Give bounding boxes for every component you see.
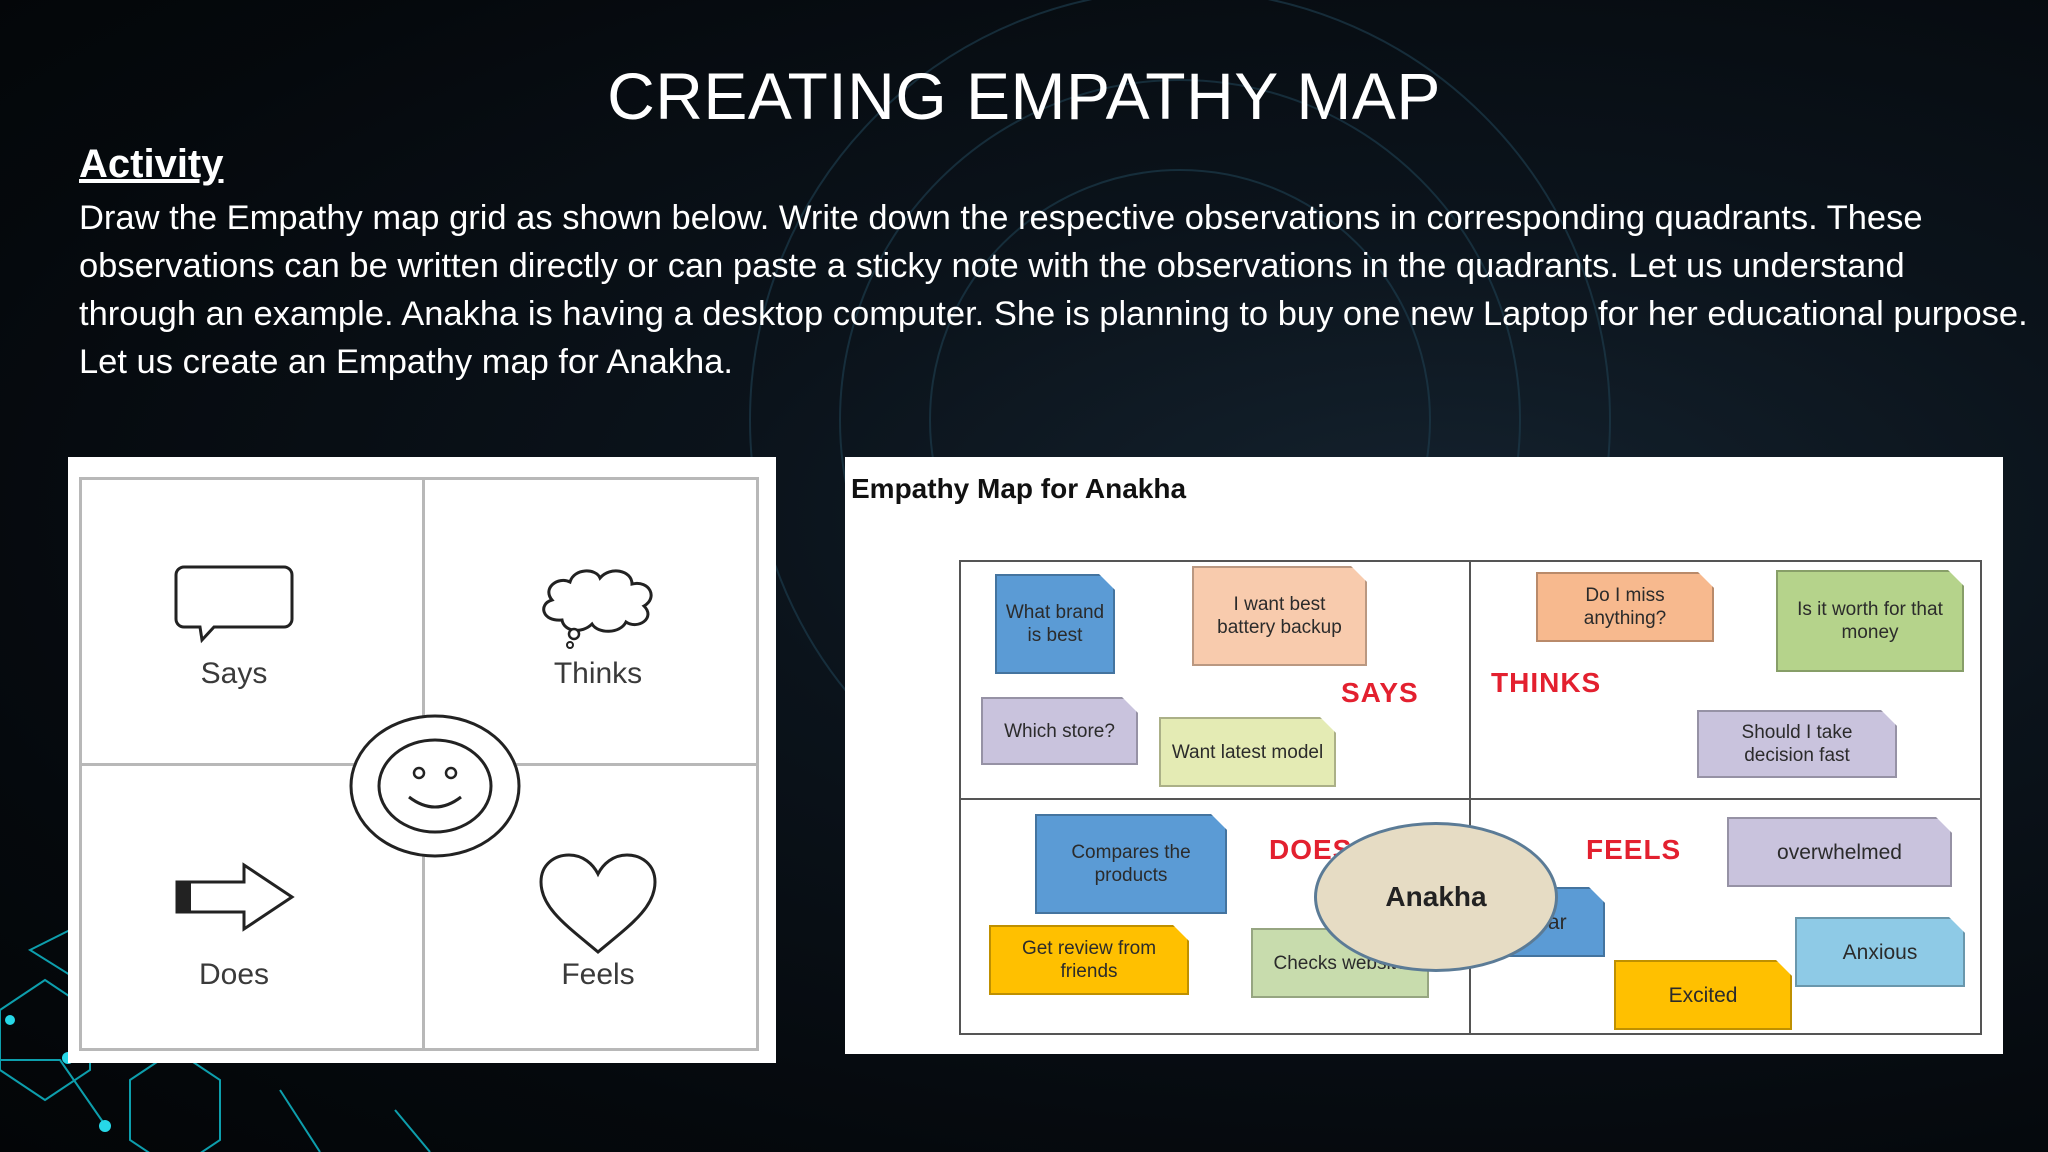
does-note-compares: Compares the products: [1035, 814, 1227, 914]
arrow-right-icon: [175, 862, 295, 932]
thinks-note-miss-anything: Do I miss anything?: [1536, 572, 1714, 642]
empathy-map-template: Says Thinks Does Feels: [68, 457, 776, 1063]
says-note-battery: I want best battery backup: [1192, 566, 1367, 666]
example-map-grid: What brand is best I want best battery b…: [959, 560, 1982, 1035]
feels-note-overwhelmed: overwhelmed: [1727, 817, 1952, 887]
template-label-thinks: Thinks: [553, 657, 643, 690]
slide-title: CREATING EMPATHY MAP: [607, 59, 1441, 133]
empathy-map-example: Empathy Map for Anakha What brand is bes…: [845, 457, 2003, 1054]
map-vertical-divider: [1469, 562, 1471, 1033]
quadrant-label-thinks: THINKS: [1491, 667, 1602, 698]
activity-heading: Activity: [79, 142, 224, 186]
says-note-store: Which store?: [981, 697, 1138, 765]
feels-note-excited: Excited: [1614, 960, 1792, 1030]
center-persona-ellipse: Anakha: [1314, 822, 1558, 972]
speech-bubble-icon: [174, 565, 294, 644]
smiley-face-icon: [349, 714, 521, 858]
heart-icon: [539, 853, 657, 954]
thinks-note-decision-fast: Should I take decision fast: [1697, 710, 1897, 778]
thinks-note-worth-money: Is it worth for that money: [1776, 570, 1964, 672]
says-note-brand: What brand is best: [995, 574, 1115, 674]
says-note-latest-model: Want latest model: [1159, 717, 1336, 787]
template-label-says: Says: [200, 657, 268, 690]
activity-instructions: Draw the Empathy map grid as shown below…: [79, 199, 2028, 381]
does-note-review: Get review from friends: [989, 925, 1189, 995]
feels-note-anxious: Anxious: [1795, 917, 1965, 987]
example-map-title: Empathy Map for Anakha: [851, 473, 1187, 504]
quadrant-label-says: SAYS: [1341, 677, 1419, 708]
thought-cloud-icon: [542, 569, 653, 649]
template-grid: Says Thinks Does Feels: [79, 477, 759, 1051]
quadrant-label-feels: FEELS: [1586, 834, 1682, 865]
template-label-does: Does: [198, 958, 270, 991]
map-horizontal-divider: [961, 798, 1980, 800]
template-label-feels: Feels: [561, 958, 635, 991]
